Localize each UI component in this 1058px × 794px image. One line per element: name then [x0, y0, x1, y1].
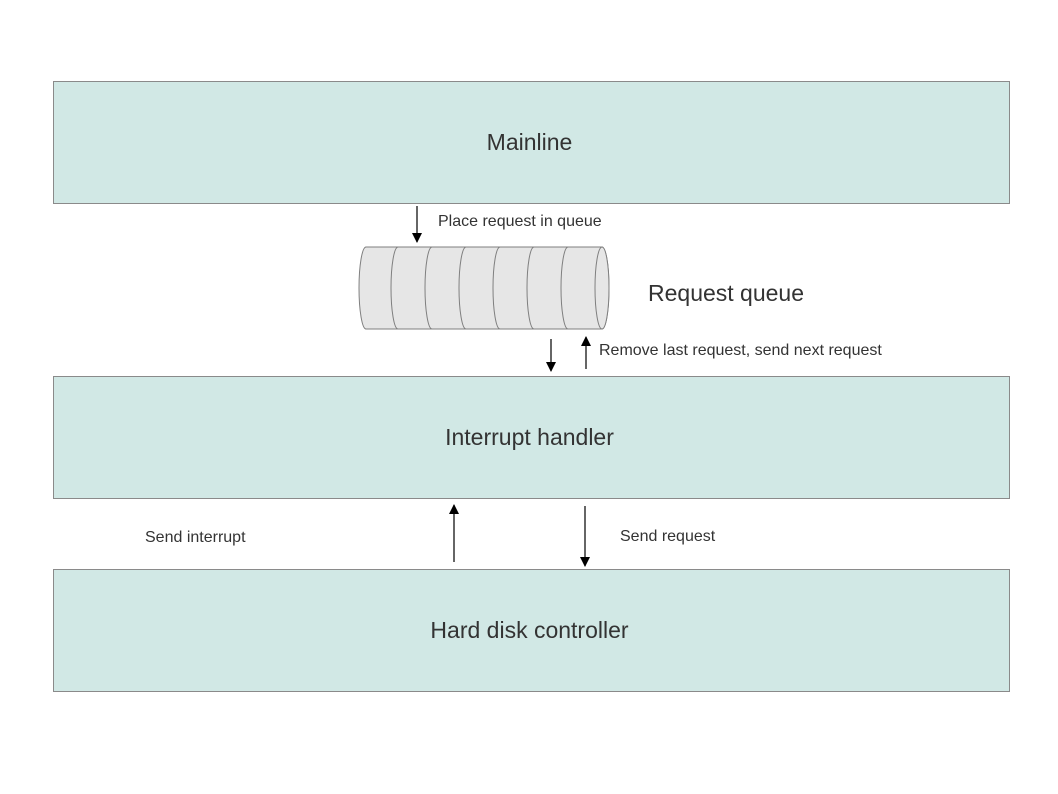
queue-segment-divider [492, 246, 501, 330]
queue-end-cap [594, 246, 610, 330]
hard-disk-controller-box: Hard disk controller [53, 569, 1010, 692]
remove-send-label: Remove last request, send next request [599, 342, 882, 359]
mainline-box: Mainline [53, 81, 1010, 204]
request-queue-cylinder [358, 246, 610, 330]
hard-disk-controller-label: Hard disk controller [430, 617, 629, 643]
queue-segment-divider [526, 246, 535, 330]
request-queue-label: Request queue [648, 280, 805, 306]
queue-segment-divider [458, 246, 467, 330]
interrupt-handler-box: Interrupt handler [53, 376, 1010, 499]
mainline-label: Mainline [486, 129, 573, 155]
send-interrupt-label: Send interrupt [145, 529, 246, 546]
send-request-label: Send request [620, 528, 716, 545]
queue-segment-divider [560, 246, 569, 330]
place-request-label: Place request in queue [438, 213, 602, 230]
interrupt-handler-label: Interrupt handler [445, 424, 614, 450]
queue-segment-divider [424, 246, 433, 330]
queue-segment-divider [390, 246, 399, 330]
